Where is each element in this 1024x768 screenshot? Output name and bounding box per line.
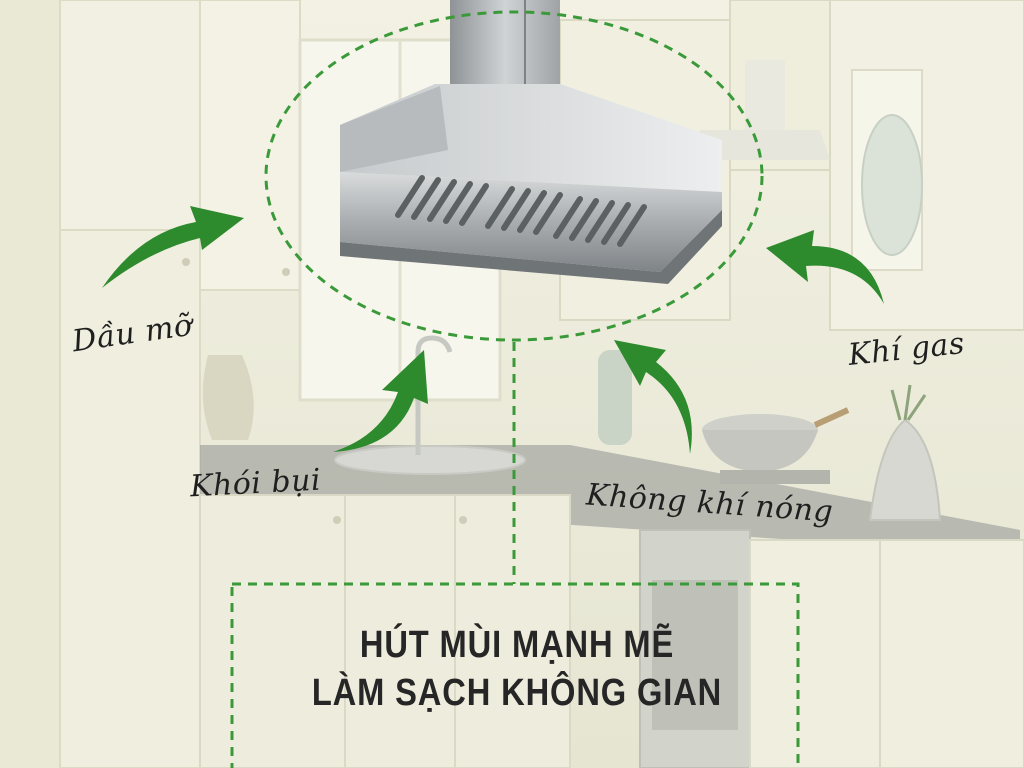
headline-frame — [230, 582, 800, 768]
range-hood-icon — [340, 0, 722, 284]
curved-arrow-icon — [766, 230, 884, 304]
curved-arrow-icon — [102, 206, 244, 288]
label-smoke-dust: Khói bụi — [189, 462, 322, 505]
headline-line-1: HÚT MÙI MẠNH MẼ — [359, 624, 675, 666]
headline-line-2: LÀM SẠCH KHÔNG GIAN — [311, 672, 723, 714]
hood-highlight-ellipse — [264, 10, 764, 342]
arrows-group — [102, 206, 884, 454]
curved-arrow-icon — [333, 350, 428, 452]
curved-arrow-icon — [614, 340, 692, 454]
dashed-guides — [230, 10, 800, 768]
